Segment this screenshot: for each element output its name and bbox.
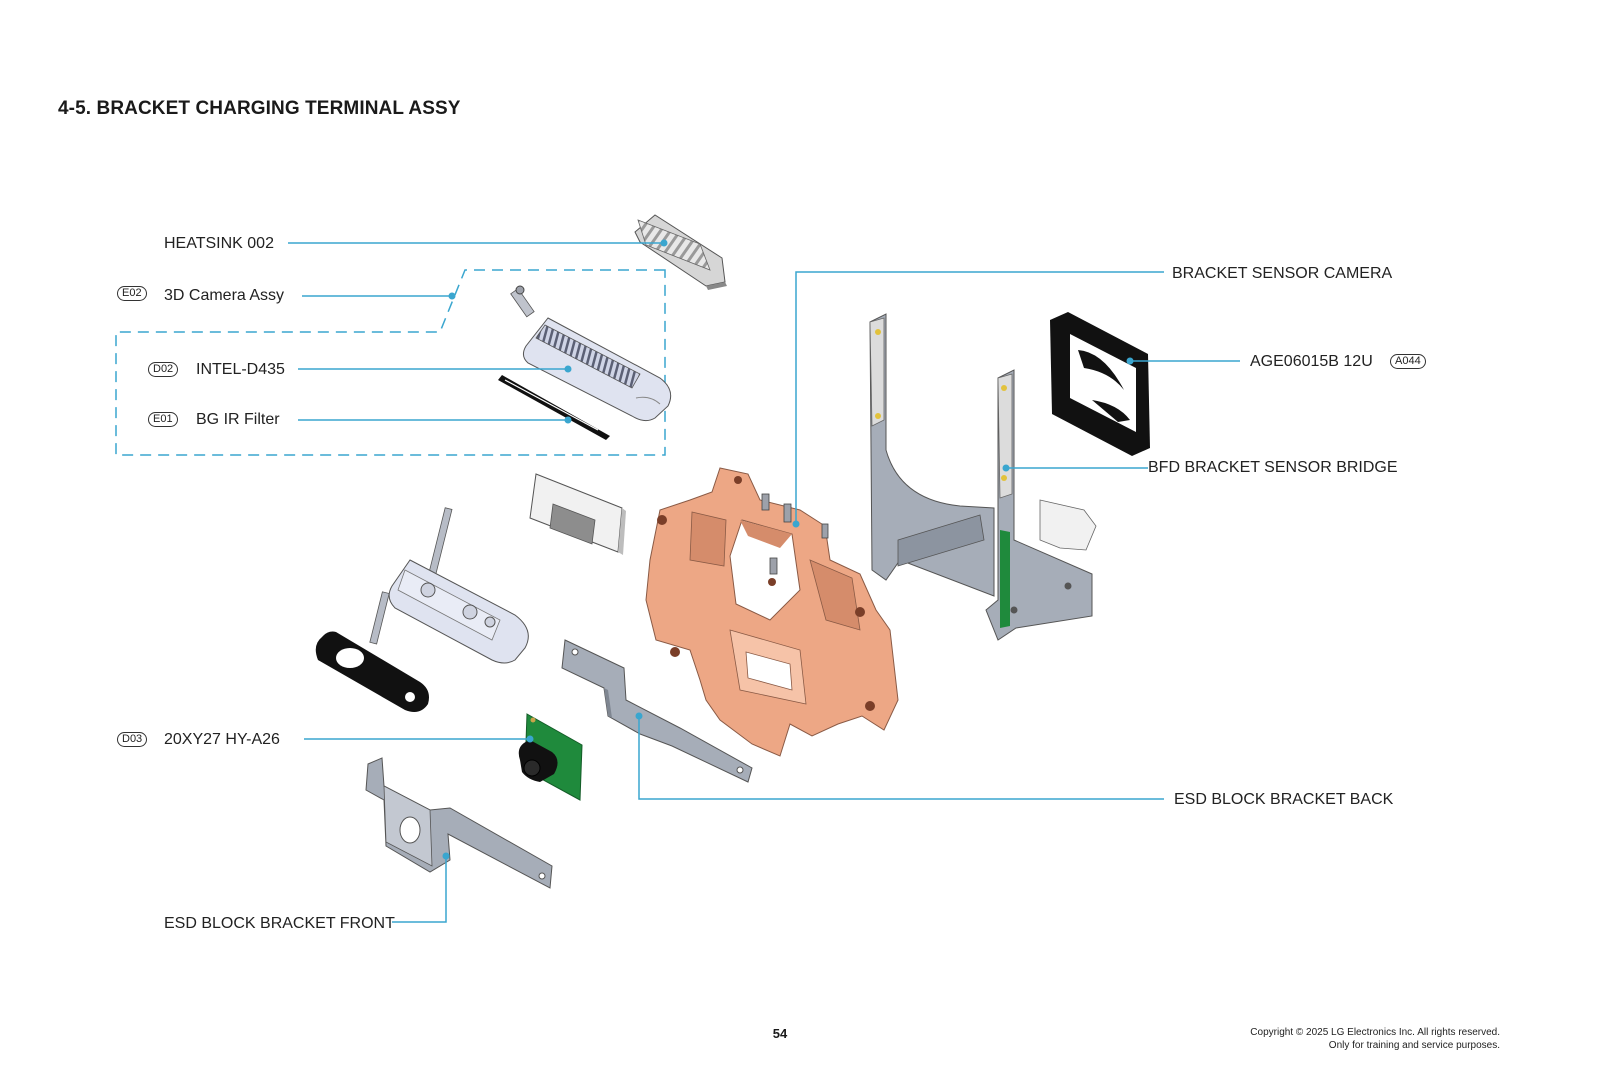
bfd-bracket-sensor-bridge-part <box>869 313 1097 641</box>
badge-e01: E01 <box>148 412 178 427</box>
intel-d435-part <box>510 285 672 422</box>
leader-esd-front <box>392 856 447 923</box>
bracket-charging-terminal-copper-part <box>645 467 899 757</box>
label-bg-ir-filter: BG IR Filter <box>196 411 280 428</box>
page-title: 4-5. BRACKET CHARGING TERMINAL ASSY <box>58 98 461 119</box>
camera-assy-group-outline <box>115 269 666 456</box>
leader-lines <box>288 242 1240 923</box>
label-3d-camera-assy: 3D Camera Assy <box>164 287 285 304</box>
copyright-notice: Copyright © 2025 LG Electronics Inc. All… <box>1250 1026 1500 1052</box>
leader-bracket-sensor-camera <box>795 271 1164 524</box>
badge-d02: D02 <box>148 362 179 377</box>
filter-frame-part <box>315 631 429 712</box>
label-esd-block-bracket-front: ESD BLOCK BRACKET FRONT <box>164 915 395 932</box>
page-number: 54 <box>772 1026 788 1041</box>
copyright-line-2: Only for training and service purposes. <box>1328 1040 1500 1051</box>
label-age06015b: AGE06015B 12U <box>1250 353 1373 370</box>
label-heatsink: HEATSINK 002 <box>164 235 274 252</box>
leader-dots <box>442 239 1134 860</box>
label-bracket-sensor-camera: BRACKET SENSOR CAMERA <box>1172 265 1393 282</box>
label-intel-d435: INTEL-D435 <box>196 361 285 378</box>
badge-a044: A044 <box>1390 354 1426 369</box>
label-esd-block-bracket-back: ESD BLOCK BRACKET BACK <box>1174 791 1394 808</box>
label-bfd-bracket-sensor-bridge: BFD BRACKET SENSOR BRIDGE <box>1148 459 1398 476</box>
badge-d03: D03 <box>117 732 148 747</box>
leader-esd-back <box>638 716 1164 800</box>
badge-e02: E02 <box>117 286 147 301</box>
esd-block-bracket-front-part <box>365 757 553 889</box>
label-hy-a26: 20XY27 HY-A26 <box>164 731 280 748</box>
esd-block-bracket-back-part <box>561 639 753 783</box>
heatsink-part <box>634 214 727 290</box>
copyright-line-1: Copyright © 2025 LG Electronics Inc. All… <box>1250 1027 1500 1038</box>
bracket-sensor-camera-plate <box>529 473 626 555</box>
hy-a26-camera-module-part <box>518 713 583 801</box>
intel-d435-assembled-part <box>369 507 529 664</box>
fan-age06015b-part <box>1050 312 1150 456</box>
